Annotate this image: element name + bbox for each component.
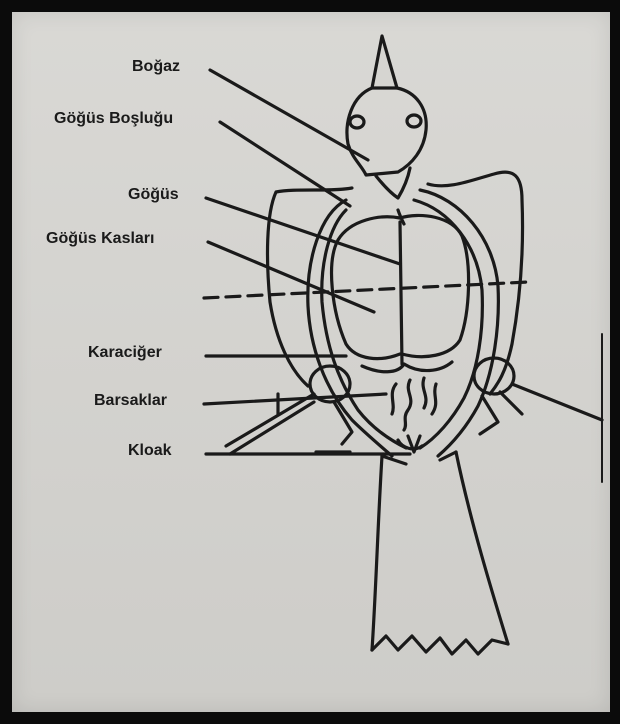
tail-left-top <box>382 456 406 464</box>
label-barsaklar: Barsaklar <box>94 392 167 410</box>
beak-outline <box>372 36 397 88</box>
leader-gogus-kaslari <box>208 242 374 312</box>
tail-right <box>456 452 508 644</box>
right-leg-lower <box>500 392 522 414</box>
label-bogaz: Boğaz <box>132 58 180 76</box>
dashed-cut-line <box>204 282 528 298</box>
keel-line <box>400 222 402 364</box>
intestine-4 <box>432 384 436 414</box>
right-eye <box>407 115 421 127</box>
inner-breast-right <box>404 362 452 371</box>
right-leg-knee <box>480 396 498 434</box>
right-leg <box>512 384 602 420</box>
tail-outline <box>372 456 382 650</box>
label-gogus-kaslari: Göğüs Kasları <box>46 230 154 248</box>
leader-bogaz <box>210 70 368 160</box>
label-kloak: Kloak <box>128 442 172 460</box>
intestine-2 <box>404 380 411 430</box>
leader-gogus-boslugu <box>220 122 350 206</box>
label-karaciger: Karaciğer <box>88 344 162 362</box>
label-gogus-boslugu: Göğüs Boşluğu <box>54 110 173 128</box>
inner-breast-left <box>362 364 404 372</box>
tail-notches <box>372 636 508 654</box>
leader-barsaklar <box>204 394 386 404</box>
left-eye <box>350 116 364 128</box>
left-leg-lower <box>230 402 314 454</box>
label-gogus: Göğüs <box>128 186 179 204</box>
body-inner-right <box>414 200 482 448</box>
head-outline <box>347 88 426 175</box>
intestine-3 <box>423 378 426 408</box>
intestine-1 <box>392 384 396 414</box>
